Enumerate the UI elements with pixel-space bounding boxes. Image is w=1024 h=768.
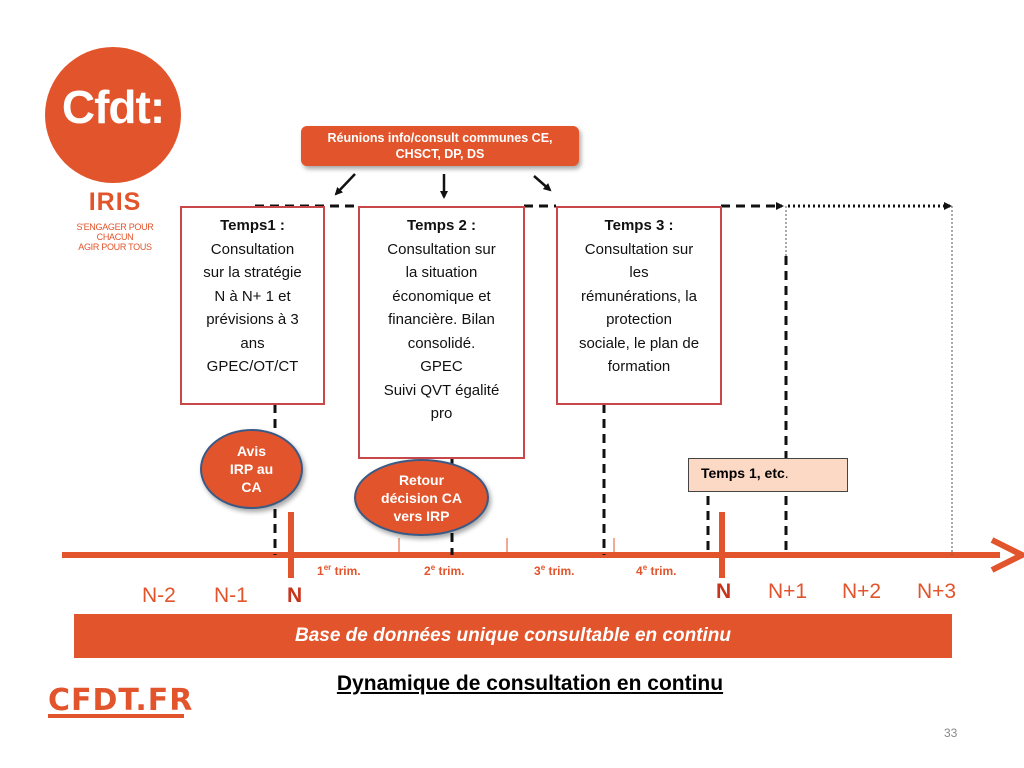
temps1-title: Temps1 : bbox=[220, 217, 285, 234]
iris-logo-tagline: S'ENGAGER POUR CHACUN AGIR POUR TOUS bbox=[76, 222, 154, 252]
iris-logo-name: IRIS bbox=[88, 188, 142, 216]
temps3-box: Temps 3 : Consultation sur les rémunérat… bbox=[556, 206, 722, 405]
temps2-box: Temps 2 : Consultation sur la situation … bbox=[358, 206, 525, 459]
temps1-body: Consultation sur la stratégie N à N+ 1 e… bbox=[203, 240, 302, 376]
year-n-minus-2: N-2 bbox=[142, 584, 176, 607]
year-n-end: N bbox=[716, 580, 732, 603]
trim-4-label: 4e trim. bbox=[636, 563, 676, 578]
trim-1-sup: er bbox=[323, 563, 332, 572]
meetings-callout-text: Réunions info/consult communes CE, CHSCT… bbox=[327, 131, 553, 161]
trim-3-sup: e bbox=[540, 563, 546, 572]
trim-3-text: trim. bbox=[545, 564, 575, 578]
meetings-callout: Réunions info/consult communes CE, CHSCT… bbox=[301, 126, 579, 166]
year-n-plus-2: N+2 bbox=[842, 580, 882, 603]
temps1-etc-box: Temps 1, etc. bbox=[688, 458, 848, 492]
year-n-current: N bbox=[287, 584, 303, 607]
year-n-plus-1: N+1 bbox=[768, 580, 808, 603]
trim-2-sup: e bbox=[430, 563, 436, 572]
trim-2-text: trim. bbox=[435, 564, 465, 578]
avis-irp-oval: Avis IRP au CA bbox=[200, 429, 303, 509]
trim-3-num: 3 bbox=[534, 564, 541, 578]
trim-1-text: trim. bbox=[331, 564, 361, 578]
retour-decision-oval: Retour décision CA vers IRP bbox=[354, 459, 489, 536]
trim-1-num: 1 bbox=[317, 564, 324, 578]
callout-arrow-right bbox=[533, 175, 552, 192]
cfdt-logo-circle bbox=[45, 47, 181, 183]
cfdt-logo-text: Cfdt: bbox=[61, 81, 165, 133]
callout-arrow-left bbox=[334, 173, 356, 196]
database-band: Base de données unique consultable en co… bbox=[74, 614, 952, 658]
temps3-title: Temps 3 : bbox=[604, 217, 674, 234]
temps1-box: Temps1 : Consultation sur la stratégie N… bbox=[180, 206, 325, 405]
trim-4-num: 4 bbox=[636, 564, 643, 578]
page-number: 33 bbox=[944, 726, 958, 740]
temps1-etc-label: Temps 1, etc bbox=[701, 465, 785, 481]
trim-4-text: trim. bbox=[647, 564, 677, 578]
trim-3-label: 3e trim. bbox=[534, 563, 574, 578]
year-n-plus-3: N+3 bbox=[917, 580, 957, 603]
year-n-minus-1: N-1 bbox=[214, 584, 248, 607]
trim-1-label: 1er trim. bbox=[317, 563, 361, 578]
temps3-body: Consultation sur les rémunérations, la p… bbox=[578, 240, 700, 376]
timeline-arrowhead bbox=[990, 537, 1024, 573]
trim-4-sup: e bbox=[642, 563, 648, 572]
trim-2-label: 2e trim. bbox=[424, 563, 464, 578]
cfdt-fr-underline bbox=[48, 714, 184, 718]
trim-2-num: 2 bbox=[424, 564, 431, 578]
temps2-title: Temps 2 : bbox=[407, 217, 476, 234]
cfdt-fr-logo: CFDT.FR bbox=[48, 683, 194, 718]
slide-title: Dynamique de consultation en continu bbox=[336, 672, 724, 695]
temps2-body: Consultation sur la situation économique… bbox=[383, 240, 500, 423]
temps1-etc-suffix: . bbox=[784, 465, 789, 481]
